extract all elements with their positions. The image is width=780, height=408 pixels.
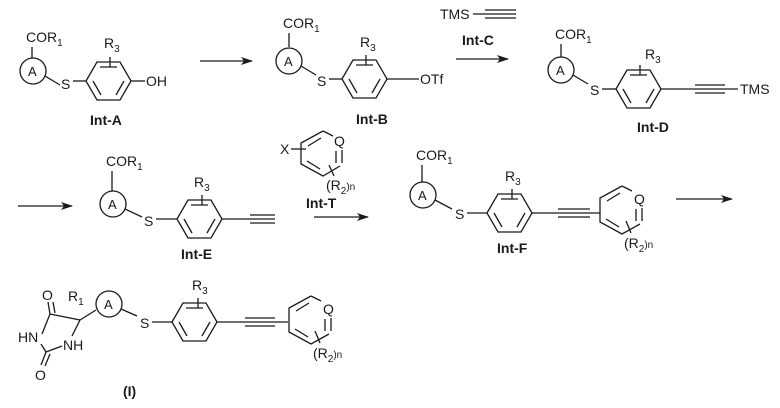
benzene-ring [171, 298, 218, 342]
otf-label: OTf [420, 71, 443, 87]
sulfur-label: S [590, 82, 599, 98]
reagent-int-c: TMS Int-C [440, 6, 516, 48]
r3-label: R3 [360, 34, 376, 54]
benzene-ring [176, 195, 223, 239]
ring-a [99, 190, 127, 218]
tms-label: TMS [740, 81, 770, 97]
ring-a [95, 290, 123, 318]
ring-a-label: A [284, 54, 293, 69]
q-label: Q [334, 133, 345, 149]
r2n-label: (R2)n [313, 345, 342, 365]
ring-a-label: A [556, 63, 565, 78]
reagent-label-int-t: Int-T [306, 195, 337, 211]
ring-a [275, 47, 303, 75]
r3-label: R3 [192, 277, 208, 297]
sulfur-label: S [61, 76, 70, 92]
r3-label: R3 [104, 35, 120, 55]
heteroaryl-ring [288, 295, 332, 345]
ring-a [409, 181, 437, 209]
cor1-label: COR1 [416, 147, 453, 167]
ring-a [547, 56, 575, 84]
heteroaryl-ring [599, 185, 643, 235]
cor1-label: COR1 [283, 15, 320, 35]
hydantoin-ring: O HN NH O [18, 287, 83, 383]
r3-label: R3 [505, 168, 521, 188]
compound-label-int-f: Int-F [497, 240, 528, 256]
cor1-label: COR1 [106, 153, 143, 173]
q-label: Q [323, 301, 334, 317]
r1-label: R1 [68, 288, 84, 308]
compound-int-d: COR1 A S R3 TMS Int-D [547, 26, 770, 135]
ring-a-label: A [28, 64, 37, 79]
sulfur-label: S [455, 206, 464, 222]
r3-label: R3 [194, 174, 210, 194]
compound-label-int-a: Int-A [90, 112, 122, 128]
benzene-ring [486, 189, 533, 233]
ring-a-label: A [104, 297, 113, 312]
cor1-label: COR1 [26, 29, 63, 49]
compound-int-b: COR1 A S R3 OTf Int-B [275, 15, 443, 127]
heteroaryl-ring [300, 130, 343, 177]
compound-label-i: (I) [123, 383, 136, 399]
compound-int-e: COR1 A S R3 Int-E [99, 153, 275, 262]
oxygen-label: O [35, 367, 46, 383]
sulfur-label: S [144, 213, 153, 229]
reagent-int-t: X Q (R2)n Int-T [280, 130, 355, 211]
r3-label: R3 [645, 46, 661, 66]
q-label: Q [634, 191, 645, 207]
ring-a [19, 57, 47, 85]
x-label: X [280, 141, 290, 157]
ring-a-label: A [418, 188, 427, 203]
oh-label: OH [146, 73, 167, 89]
sulfur-label: S [140, 315, 149, 331]
benzene-ring [341, 55, 388, 99]
oxygen-label: O [42, 287, 53, 303]
compound-int-f: COR1 A S R3 Q (R2)n Int-F [409, 147, 653, 256]
ring-a-label: A [108, 197, 117, 212]
nh-label: NH [63, 337, 83, 353]
compound-label-int-d: Int-D [637, 119, 669, 135]
r2n-label: (R2)n [624, 235, 653, 255]
reagent-label-int-c: Int-C [462, 32, 494, 48]
compound-i: O HN NH O R1 A S R3 [18, 277, 342, 399]
compound-label-int-e: Int-E [181, 246, 212, 262]
benzene-ring [85, 57, 132, 101]
compound-int-a: COR1 A S R3 OH Int-A [19, 29, 167, 128]
benzene-ring [615, 65, 662, 109]
cor1-label: COR1 [555, 26, 592, 46]
r2n-label: (R2)n [326, 177, 355, 197]
tms-label: TMS [440, 6, 470, 22]
compound-label-int-b: Int-B [356, 111, 388, 127]
sulfur-label: S [317, 73, 326, 89]
hn-label: HN [18, 329, 38, 345]
